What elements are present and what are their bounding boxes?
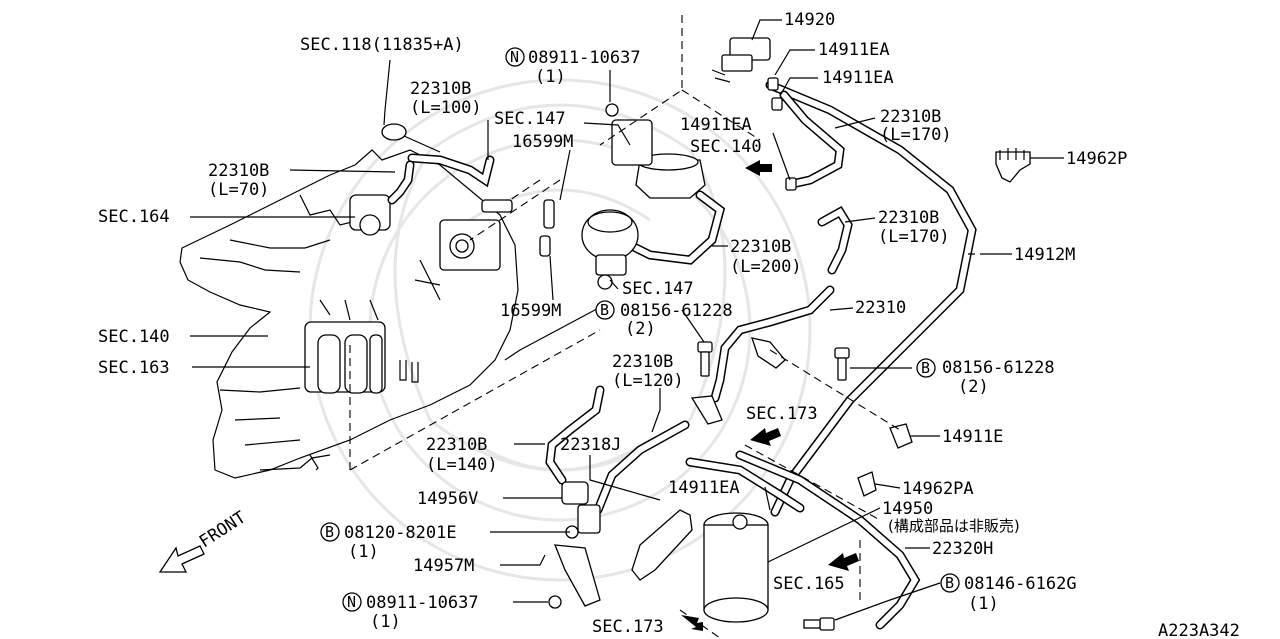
label-08120-qty: (1) [348, 542, 379, 562]
label-sec118: SEC.118(11835+A) [300, 35, 464, 55]
label-22310b-140: 22310B [426, 435, 487, 455]
label-14911ea-2: 14911EA [822, 68, 894, 88]
bolt-symbol-a-letter: B [600, 301, 609, 319]
label-22310b-100-len: (L=100) [410, 98, 482, 118]
label-22318j: 22318J [560, 435, 621, 455]
label-08120: 08120-8201E [344, 523, 457, 543]
label-08146: 08146-6162G [964, 574, 1077, 594]
label-sec140-left: SEC.140 [98, 327, 170, 347]
label-22310b-120: 22310B [612, 352, 673, 372]
label-08911-top-qty: (1) [535, 67, 566, 87]
nut-symbol-top [505, 47, 525, 67]
bolt-symbol-b [916, 358, 936, 378]
label-sec147-top: SEC.147 [494, 109, 566, 129]
diagram-code: A223A342 [1158, 621, 1240, 639]
label-14911ea-1: 14911EA [818, 40, 890, 60]
label-sec147-mid: SEC.147 [622, 279, 694, 299]
label-22310b-170a: 22310B [880, 107, 941, 127]
label-08156-b-qty: (2) [958, 377, 989, 397]
label-14956v: 14956V [417, 489, 478, 509]
nut-symbol-top-letter: N [510, 48, 519, 66]
label-22310b-200: 22310B [730, 237, 791, 257]
reference-dashes [349, 15, 901, 639]
bolt-symbol-a [595, 300, 615, 320]
label-22310b-170a-len: (L=170) [880, 125, 952, 145]
bolt-symbol-08146-letter: B [945, 574, 954, 592]
label-22310b-140-len: (L=140) [426, 455, 498, 475]
label-08156-b: 08156-61228 [942, 358, 1055, 378]
symbols: N B B B B N [320, 47, 960, 612]
front-arrow-icon [158, 545, 205, 573]
label-14911ea-4: 14911EA [668, 478, 740, 498]
bolt-symbol-08120 [320, 522, 340, 542]
label-22310b-200-len: (L=200) [730, 257, 802, 277]
arrow-sec165 [828, 553, 859, 571]
label-22310b-70: 22310B [208, 161, 269, 181]
label-08911-bottom: 08911-10637 [366, 593, 479, 613]
label-sec173-mid: SEC.173 [746, 404, 818, 424]
label-sec163: SEC.163 [98, 358, 170, 378]
label-sec140-top: SEC.140 [690, 137, 762, 157]
front-label: FRONT [196, 508, 250, 553]
label-sec165: SEC.165 [773, 574, 845, 594]
leader-lines [190, 19, 1064, 621]
arrow-sec140 [745, 160, 772, 176]
label-22310b-100: 22310B [410, 79, 471, 99]
direction-arrows [681, 160, 859, 631]
label-22310b-120-len: (L=120) [612, 371, 684, 391]
nut-symbol-bottom-letter: N [347, 593, 356, 611]
label-14911e: 14911E [942, 427, 1003, 447]
label-14920: 14920 [784, 10, 835, 30]
nut-symbol-bottom [342, 592, 362, 612]
label-16599m-top: 16599M [512, 132, 573, 152]
components [481, 37, 1031, 631]
label-sec164: SEC.164 [98, 207, 170, 227]
label-22320h: 22320H [932, 539, 993, 559]
label-08911-top: 08911-10637 [528, 48, 641, 68]
label-14957m: 14957M [413, 556, 474, 576]
label-14911ea-3: 14911EA [680, 115, 752, 135]
label-08911-bottom-qty: (1) [370, 612, 401, 632]
label-14962p: 14962P [1066, 149, 1127, 169]
hoses [381, 59, 977, 630]
label-16599m-mid: 16599M [500, 301, 561, 321]
label-22310: 22310 [855, 298, 906, 318]
arrow-sec173 [750, 428, 781, 446]
label-08146-qty: (1) [968, 594, 999, 614]
bolt-symbol-08120-letter: B [325, 523, 334, 541]
label-22310b-170b-len: (L=170) [878, 227, 950, 247]
label-14962pa: 14962PA [902, 479, 974, 499]
label-sec173-bottom: SEC.173 [592, 617, 664, 637]
bolt-symbol-08146 [940, 573, 960, 593]
bolt-symbol-b-letter: B [921, 359, 930, 377]
label-14950: 14950 [882, 499, 933, 519]
label-08156-a-qty: (2) [625, 319, 656, 339]
label-08156-a: 08156-61228 [620, 301, 733, 321]
label-14950-note: (構成部品は非販売) [888, 517, 1020, 535]
part-labels: 14920 14911EA 14911EA SEC.118(11835+A) 0… [98, 10, 1240, 639]
arrow-sec173-bottom [681, 615, 703, 631]
label-22310b-70-len: (L=70) [208, 180, 269, 200]
label-22310b-170b: 22310B [878, 208, 939, 228]
label-14912m: 14912M [1014, 245, 1075, 265]
